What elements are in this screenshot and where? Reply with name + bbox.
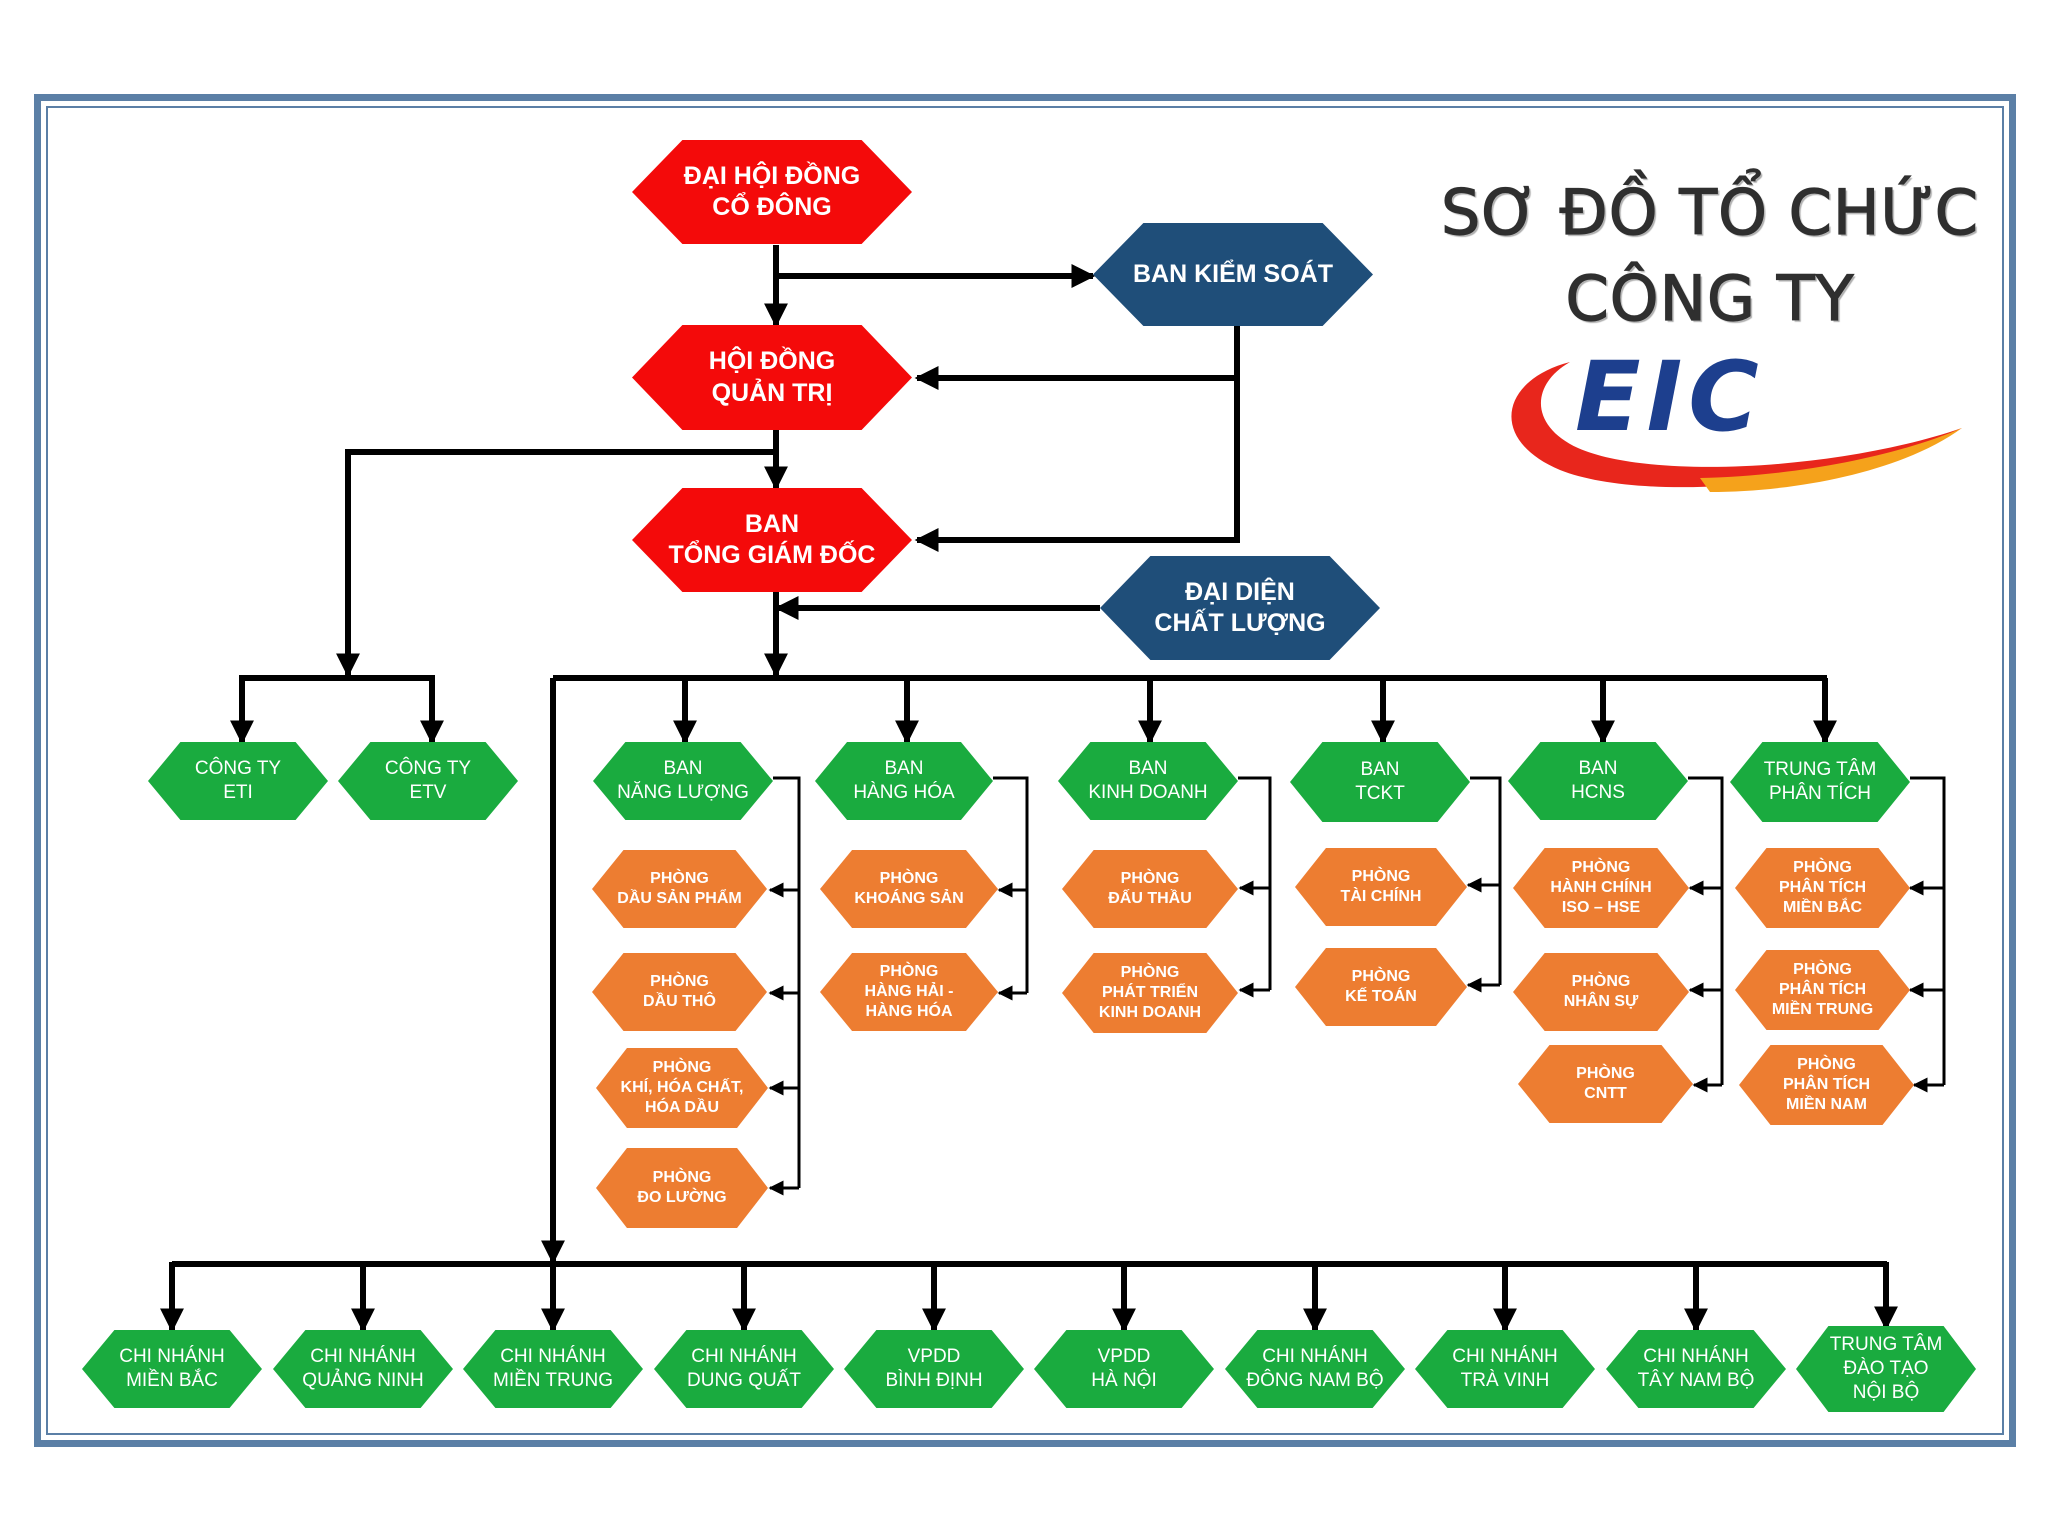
node-chi-nhanh-tay-nam-bo: CHI NHÁNH TÂY NAM BỘ [1606, 1330, 1786, 1408]
node-phong-phan-tich-mien-nam: PHÒNG PHÂN TÍCH MIỀN NAM [1739, 1045, 1914, 1125]
node-phong-dau-san-pham: PHÒNG DẦU SẢN PHẨM [592, 850, 767, 928]
node-chi-nhanh-tra-vinh: CHI NHÁNH TRÀ VINH [1415, 1330, 1595, 1408]
node-chi-nhanh-mien-bac: CHI NHÁNH MIỀN BẮC [82, 1330, 262, 1408]
chart-title-line-2: CÔNG TY [1565, 261, 1855, 335]
node-phong-khoang-san: PHÒNG KHOÁNG SẢN [820, 850, 998, 928]
logo-swoosh [1511, 362, 1962, 488]
node-ban-kiem-soat: BAN KIỂM SOÁT [1093, 223, 1373, 326]
node-ban-nang-luong: BAN NĂNG LƯỢNG [593, 742, 773, 820]
inner-frame [46, 106, 2004, 1435]
node-ban-tong-giam-doc: BAN TỔNG GIÁM ĐỐC [632, 488, 912, 592]
node-trung-tam-phan-tich: TRUNG TÂM PHÂN TÍCH [1730, 742, 1910, 822]
node-phong-cntt: PHÒNG CNTT [1518, 1045, 1693, 1123]
node-ban-hcns: BAN HCNS [1508, 742, 1688, 820]
node-phong-phan-tich-mien-bac: PHÒNG PHÂN TÍCH MIỀN BẮC [1735, 848, 1910, 928]
node-vpdd-binh-dinh: VPDD BÌNH ĐỊNH [844, 1330, 1024, 1408]
node-chi-nhanh-mien-trung: CHI NHÁNH MIỀN TRUNG [463, 1330, 643, 1408]
node-phong-nhan-su: PHÒNG NHÂN SỰ [1513, 953, 1689, 1031]
eic-logo: EIC [1511, 341, 1962, 492]
node-trung-tam-dao-tao-noi-bo: TRUNG TÂM ĐÀO TẠO NỘI BỘ [1796, 1326, 1976, 1412]
node-ban-kinh-doanh: BAN KINH DOANH [1058, 742, 1238, 820]
node-phong-hanh-chinh-iso-hse: PHÒNG HÀNH CHÍNH ISO – HSE [1513, 848, 1689, 928]
node-phong-dau-tho: PHÒNG DẦU THÔ [592, 953, 767, 1031]
node-phong-ke-toan: PHÒNG KẾ TOÁN [1295, 948, 1467, 1026]
node-phong-phat-trien-kinh-doanh: PHÒNG PHÁT TRIỂN KINH DOANH [1062, 953, 1238, 1033]
node-chi-nhanh-dung-quat: CHI NHÁNH DUNG QUẤT [654, 1330, 834, 1408]
node-dai-hoi-dong-co-dong: ĐẠI HỘI ĐỒNG CỔ ĐÔNG [632, 140, 912, 244]
node-dai-dien-chat-luong: ĐẠI DIỆN CHẤT LƯỢNG [1100, 556, 1380, 660]
node-hoi-dong-quan-tri: HỘI ĐỒNG QUẢN TRỊ [632, 325, 912, 430]
node-vpdd-ha-noi: VPDD HÀ NỘI [1034, 1330, 1214, 1408]
logo-swoosh-highlight [1700, 428, 1962, 492]
node-phong-khi-hoa-chat: PHÒNG KHÍ, HÓA CHẤT, HÓA DẦU [596, 1048, 768, 1128]
node-phong-tai-chinh: PHÒNG TÀI CHÍNH [1295, 848, 1467, 926]
department-connectors [768, 776, 1946, 1196]
node-chi-nhanh-dong-nam-bo: CHI NHÁNH ĐÔNG NAM BỘ [1225, 1330, 1405, 1408]
main-connectors [160, 245, 1898, 1333]
node-phong-phan-tich-mien-trung: PHÒNG PHÂN TÍCH MIỀN TRUNG [1735, 950, 1910, 1030]
node-cong-ty-eti: CÔNG TY ETI [148, 742, 328, 820]
node-phong-hang-hai-hang-hoa: PHÒNG HÀNG HẢI - HÀNG HÓA [820, 953, 998, 1031]
node-phong-do-luong: PHÒNG ĐO LƯỜNG [596, 1148, 768, 1228]
outer-frame [34, 94, 2016, 1447]
node-ban-hang-hoa: BAN HÀNG HÓA [815, 742, 993, 820]
node-chi-nhanh-quang-ninh: CHI NHÁNH QUẢNG NINH [273, 1330, 453, 1408]
node-phong-dau-thau: PHÒNG ĐẤU THẦU [1062, 850, 1238, 928]
chart-title-line-1: SƠ ĐỒ TỔ CHỨC [1440, 175, 1979, 249]
logo-text: EIC [1575, 341, 1765, 453]
node-ban-tckt: BAN TCKT [1290, 742, 1470, 822]
node-cong-ty-etv: CÔNG TY ETV [338, 742, 518, 820]
